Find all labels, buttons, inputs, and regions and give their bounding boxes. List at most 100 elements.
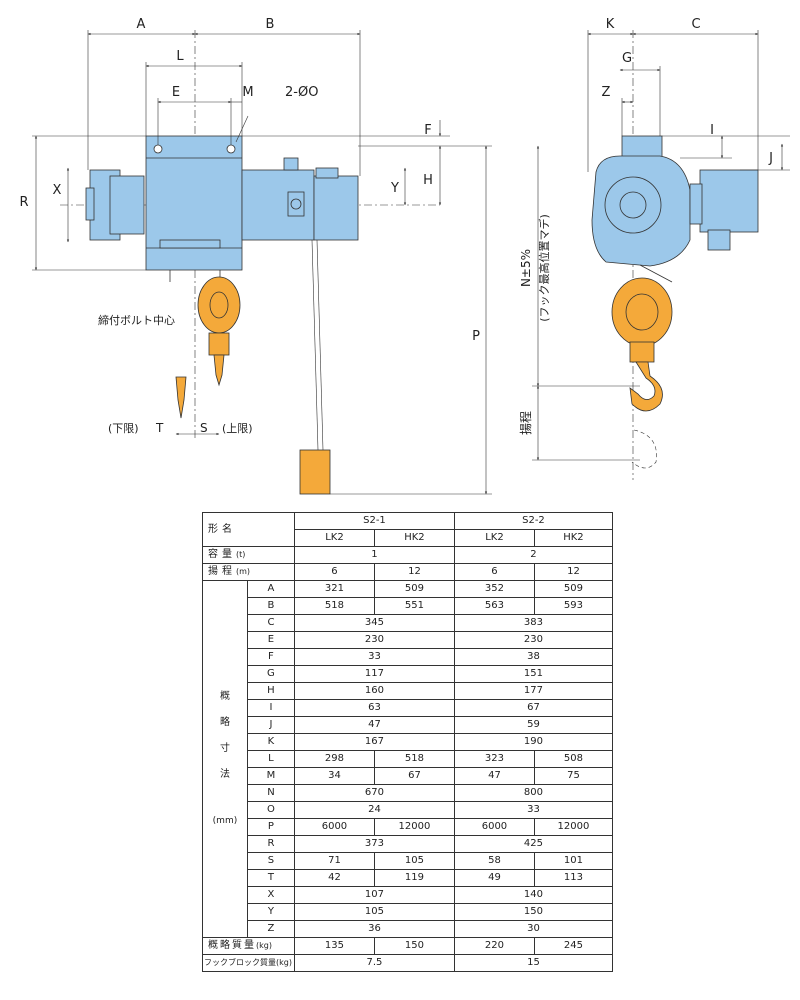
dimension-value: 140 (453, 886, 613, 904)
model-s22: S2-2 (453, 512, 613, 530)
dim-E: E (172, 85, 180, 100)
dim-A: A (137, 17, 146, 32)
dimension-unit: (mm) (212, 816, 238, 826)
type-cell: HK2 (533, 529, 613, 547)
dimension-value: 167 (293, 733, 455, 751)
dimension-key: P (246, 818, 295, 836)
weight-cell: 245 (533, 937, 613, 955)
dimension-key: L (246, 750, 295, 768)
dimension-value: 67 (453, 699, 613, 717)
dimension-value: 47 (293, 716, 455, 734)
dimension-value: 24 (293, 801, 455, 819)
dimension-key: K (246, 733, 295, 751)
n-label: N±5% (519, 249, 533, 287)
side-dim-labels: K C G Z I J N±5% (フック最高位置マデ) 揚程 (518, 17, 773, 435)
side-dimensions (532, 30, 790, 461)
dim-C: C (691, 17, 700, 32)
side-control-box (699, 169, 759, 233)
dimension-value: 36 (293, 920, 455, 938)
group-label-char: 寸 (219, 743, 230, 754)
dimension-value: 47 (453, 767, 535, 785)
dimension-key: R (246, 835, 295, 853)
dim-G: G (622, 51, 632, 66)
hook-weight-s21: 7.5 (293, 954, 455, 972)
dimension-value: 75 (533, 767, 613, 785)
dimension-value: 105 (373, 852, 455, 870)
lift-cell: 6 (453, 563, 535, 581)
dimension-value: 119 (373, 869, 455, 887)
drum-housing (145, 135, 243, 271)
dimension-key: O (246, 801, 295, 819)
dim-J: J (768, 151, 773, 166)
front-dim-labels: A B L E M 2-ØO F H X Y R P 締付ボルト中心 (下限) … (19, 17, 480, 435)
capacity-unit: (t) (236, 550, 246, 559)
spec-table: 形名 S2-1 S2-2 LK2 HK2 LK2 HK2 容量(t) 1 2 揚… (202, 512, 613, 972)
bolt-center-label: 締付ボルト中心 (98, 313, 175, 327)
dimension-key: Z (246, 920, 295, 938)
dim-H: H (423, 173, 433, 188)
hook-lower (175, 376, 187, 419)
dimension-value: 42 (293, 869, 375, 887)
dim-I: I (710, 123, 714, 138)
side-view (591, 30, 759, 480)
dimension-value: 383 (453, 614, 613, 632)
dim-M: M (242, 85, 253, 100)
dimension-key: F (246, 648, 295, 666)
weight-cell: 220 (453, 937, 535, 955)
dim-K: K (606, 17, 615, 32)
dimension-value: 425 (453, 835, 613, 853)
weight-unit: (kg) (256, 941, 272, 950)
header-row: 形名 S2-1 S2-2 (202, 512, 613, 547)
dimension-key: B (246, 597, 295, 615)
capacity-label: 容量 (208, 549, 236, 560)
dimension-value: 38 (453, 648, 613, 666)
lower-limit-label: (下限) (108, 422, 139, 435)
lift-label: 揚程 (518, 411, 533, 435)
upper-limit-label: (上限) (222, 422, 253, 435)
dimension-value: 151 (453, 665, 613, 683)
dim-B: B (266, 17, 275, 32)
lift-cell: 12 (533, 563, 613, 581)
dim-Y: Y (390, 181, 399, 196)
model-s21: S2-1 (293, 512, 455, 530)
dimension-value: 117 (293, 665, 455, 683)
dimension-value: 33 (453, 801, 613, 819)
n-sub-label: (フック最高位置マデ) (537, 214, 551, 322)
dimension-value: 59 (453, 716, 613, 734)
lift-row-label: 揚程 (208, 566, 236, 577)
group-label-char: 略 (219, 717, 230, 728)
dimension-value: 593 (533, 597, 613, 615)
dimension-value: 113 (533, 869, 613, 887)
dimension-value: 518 (293, 597, 375, 615)
dimension-value: 101 (533, 852, 613, 870)
dimension-value: 345 (293, 614, 455, 632)
weight-cell: 150 (373, 937, 455, 955)
type-cell: HK2 (373, 529, 455, 547)
dimension-key: Y (246, 903, 295, 921)
hook-weight-s22: 15 (453, 954, 613, 972)
dimension-value: 509 (533, 580, 613, 598)
dimension-value: 160 (293, 682, 455, 700)
dim-R: R (19, 195, 28, 210)
dim-X: X (53, 183, 62, 198)
front-view (60, 30, 440, 495)
dimension-value: 670 (293, 784, 455, 802)
dimension-key: X (246, 886, 295, 904)
dimension-key: E (246, 631, 295, 649)
dimension-value: 800 (453, 784, 613, 802)
dimension-value: 563 (453, 597, 535, 615)
dimension-value: 30 (453, 920, 613, 938)
weight-label: 概略質量 (208, 940, 256, 951)
dimension-value: 33 (293, 648, 455, 666)
